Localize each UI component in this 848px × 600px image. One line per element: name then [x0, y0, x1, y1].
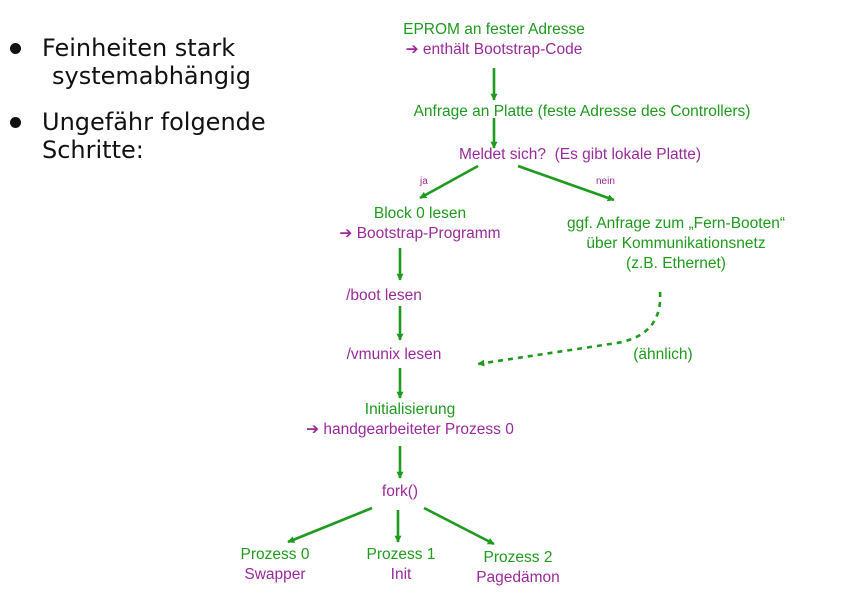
node-anfrage: Anfrage an Platte (feste Adresse des Con… — [414, 102, 751, 122]
node-prozess-0-title: Prozess 0 — [240, 546, 310, 563]
node-prozess-2-subtitle: Pagedämon — [476, 569, 560, 586]
bullet-item: Feinheiten stark systemabhängig — [8, 34, 266, 90]
node-prozess-2-title: Prozess 2 — [483, 549, 553, 566]
arrow-fork-to-p0 — [287, 506, 373, 544]
node-anfrage-text: Anfrage an Platte (feste Adresse des Con… — [413, 103, 751, 120]
node-prozess-1-title: Prozess 1 — [366, 546, 436, 563]
arrow-meldet-to-block0 — [419, 164, 479, 200]
bullet-item: Ungefähr folgende Schritte: — [8, 108, 266, 164]
node-meldet-text: Meldet sich? (Es gibt lokale Platte) — [459, 145, 701, 165]
node-prozess-1: Prozess 1 Init — [367, 545, 436, 585]
node-prozess-0: Prozess 0 Swapper — [241, 545, 310, 585]
bullet-line: Schritte: — [42, 136, 144, 164]
node-fernboot-line1: ggf. Anfrage zum „Fern-Booten“ — [567, 215, 785, 232]
arrow-meldet-to-fernboot — [517, 164, 615, 202]
node-boot: /boot lesen — [346, 286, 422, 306]
arrow-fernboot-to-vmunix-dashed — [477, 291, 662, 367]
node-block0: Block 0 lesen ➔ Bootstrap-Programm — [339, 204, 500, 244]
node-eprom-subtitle: ➔ enthält Bootstrap-Code — [405, 41, 583, 58]
node-fork: fork() — [382, 482, 418, 502]
node-eprom: EPROM an fester Adresse ➔ enthält Bootst… — [403, 20, 585, 60]
label-nein: nein — [596, 176, 615, 187]
node-fork-text: fork() — [381, 483, 419, 500]
node-eprom-title: EPROM an fester Adresse — [403, 21, 585, 38]
label-ja: ja — [420, 176, 428, 187]
node-vmunix-text: /vmunix lesen — [346, 346, 442, 363]
arrow-fork-to-p2 — [423, 506, 495, 546]
node-block0-subtitle: ➔ Bootstrap-Programm — [339, 225, 501, 242]
node-aehnlich: (ähnlich) — [633, 345, 692, 365]
node-meldet-question: Meldet sich? — [458, 146, 546, 163]
bullet-list: Feinheiten stark systemabhängig Ungefähr… — [8, 34, 266, 182]
node-fernboot-line3: (z.B. Ethernet) — [626, 255, 726, 272]
node-init-subtitle: ➔ handgearbeiteter Prozess 0 — [306, 421, 514, 438]
node-prozess-0-subtitle: Swapper — [244, 566, 306, 583]
node-vmunix: /vmunix lesen — [347, 345, 442, 365]
node-boot-text: /boot lesen — [346, 287, 422, 304]
node-prozess-1-subtitle: Init — [390, 566, 412, 583]
node-init-title: Initialisierung — [364, 401, 456, 418]
bullet-dot-icon — [10, 43, 21, 54]
node-aehnlich-text: (ähnlich) — [633, 346, 693, 363]
node-fernboot-line2: über Kommunikationsnetz — [586, 235, 766, 252]
node-meldet-note: (Es gibt lokale Platte) — [554, 146, 702, 163]
node-meldet: Meldet sich? (Es gibt lokale Platte) — [459, 145, 701, 165]
node-block0-title: Block 0 lesen — [373, 205, 467, 222]
node-init: Initialisierung ➔ handgearbeiteter Proze… — [306, 400, 514, 440]
bullet-line: Ungefähr folgende — [42, 108, 266, 136]
node-prozess-2: Prozess 2 Pagedämon — [476, 548, 560, 588]
bullet-line: Feinheiten stark — [42, 34, 236, 62]
bullet-dot-icon — [10, 117, 21, 128]
node-fernboot: ggf. Anfrage zum „Fern-Booten“ über Komm… — [567, 214, 785, 274]
bullet-line: systemabhängig — [52, 62, 251, 90]
